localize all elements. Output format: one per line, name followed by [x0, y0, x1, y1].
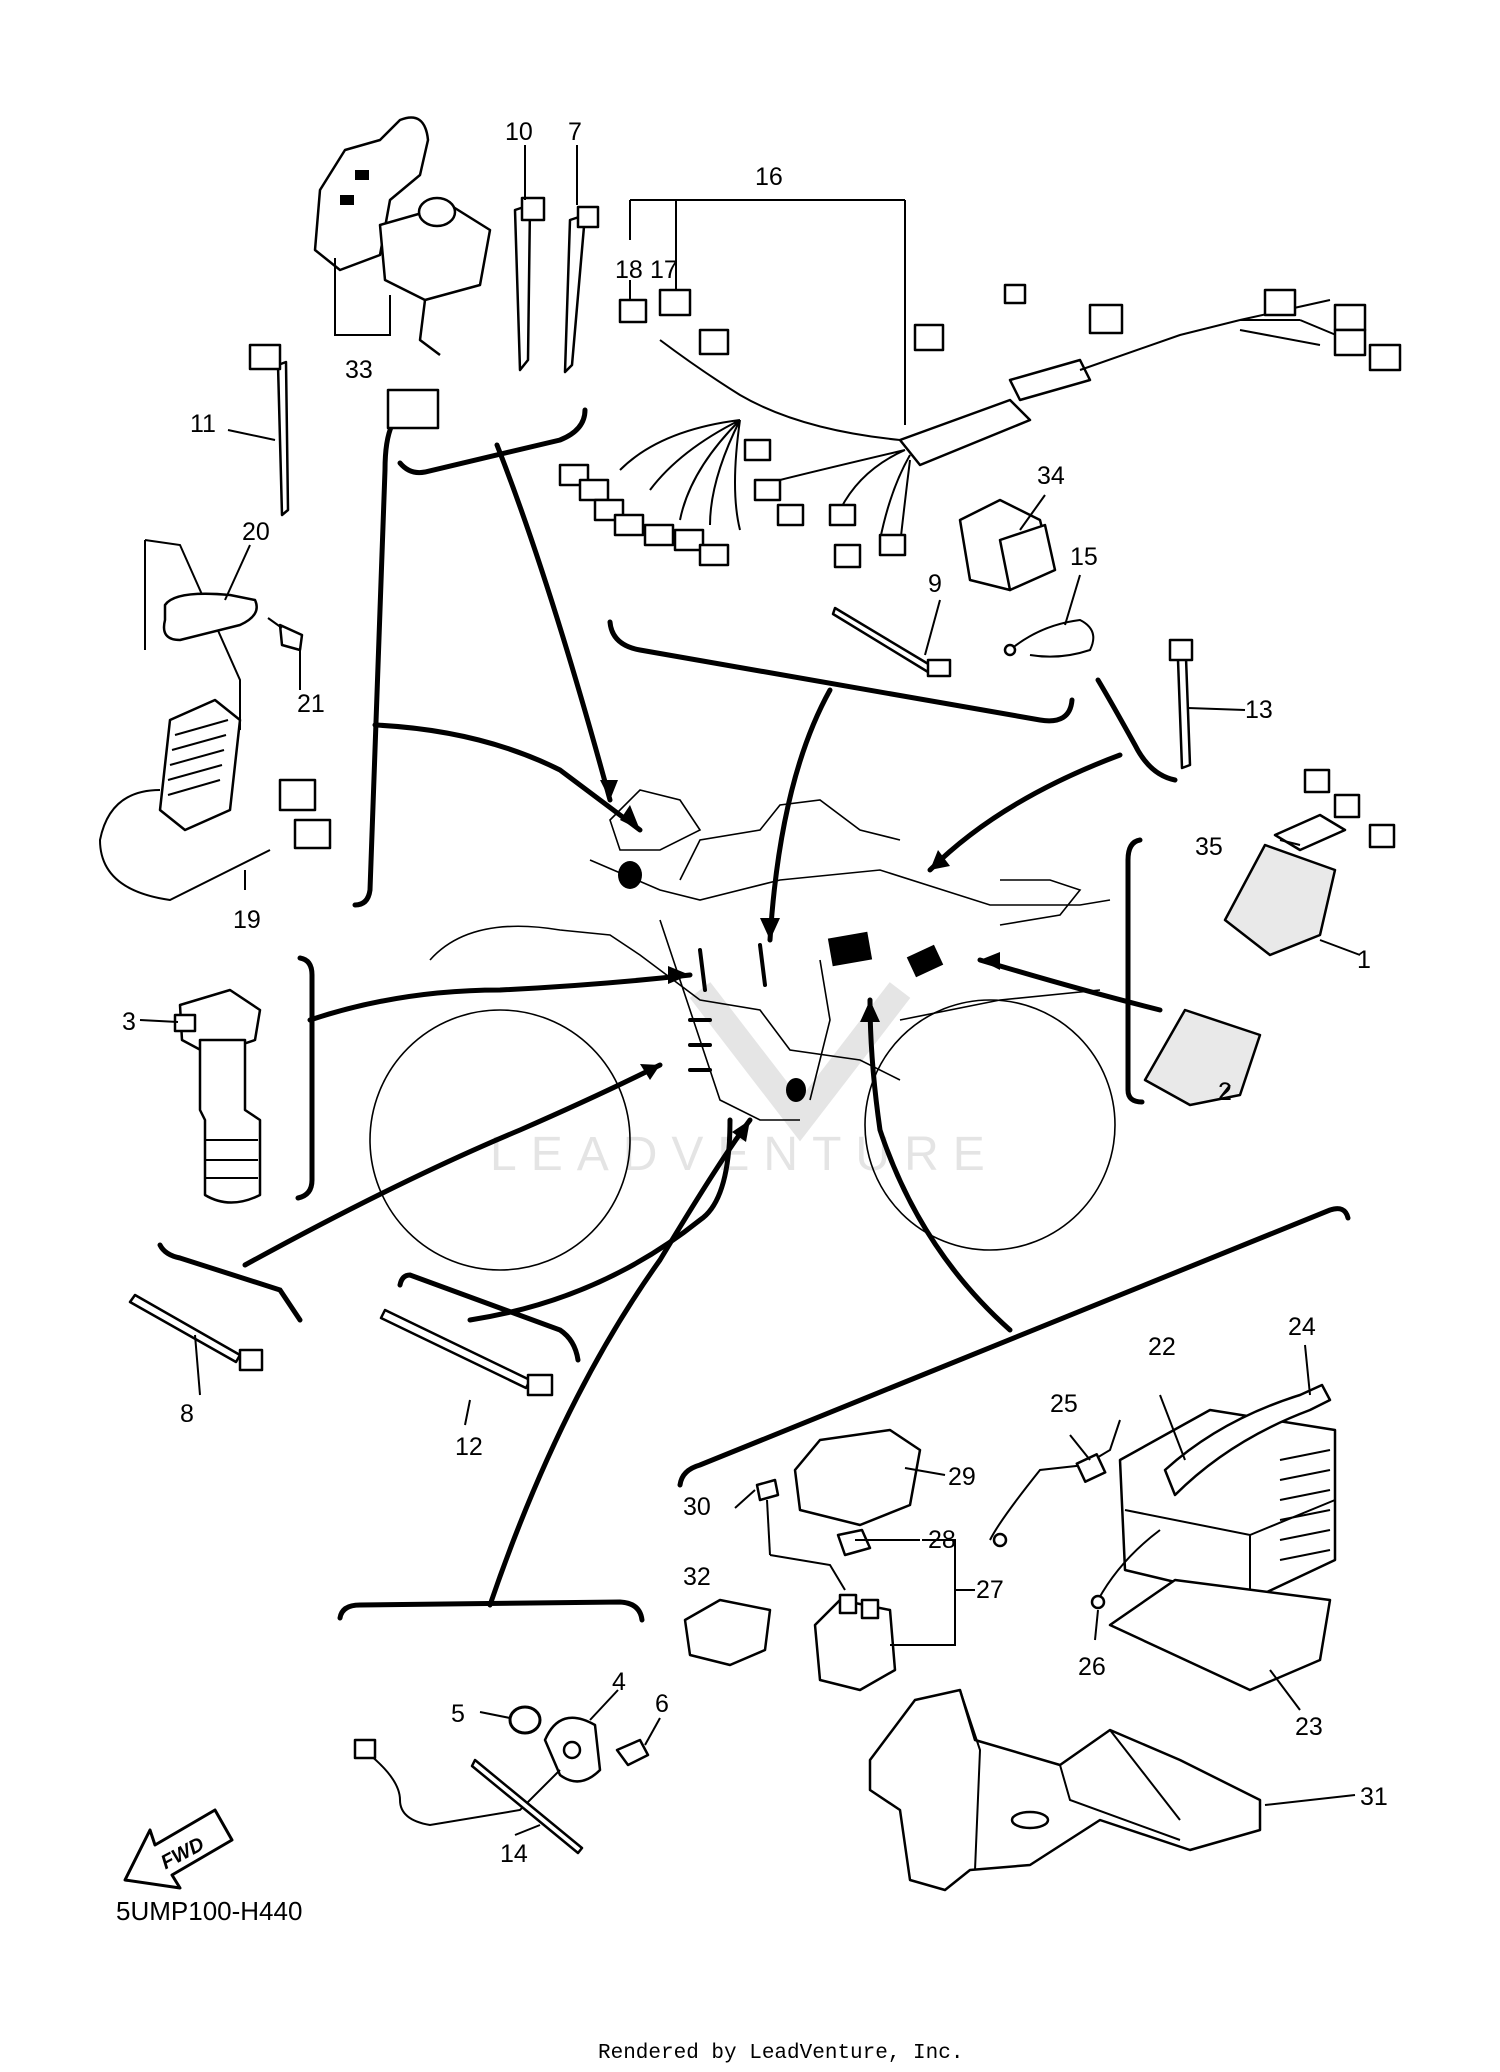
callout-31: 31 — [1360, 1783, 1388, 1811]
part-22-battery — [1118, 1408, 1337, 1602]
part-8-cable-tie — [128, 1293, 264, 1372]
callout-leaders — [139, 145, 1361, 1836]
group-brackets — [157, 407, 1351, 1623]
callout-12: 12 — [455, 1433, 483, 1461]
callout-11: 11 — [190, 410, 216, 438]
callout-1: 1 — [1357, 946, 1371, 974]
callout-8: 8 — [180, 1400, 194, 1428]
part-12-cable-tie — [379, 1308, 554, 1397]
callout-17: 17 — [650, 256, 678, 284]
callout-29: 29 — [948, 1463, 976, 1491]
part-2-cover — [1143, 1008, 1262, 1107]
callout-19: 19 — [233, 906, 261, 934]
fwd-arrow-icon: FWD — [123, 1808, 234, 1890]
part-30-bolt — [755, 1478, 780, 1556]
callout-22: 22 — [1148, 1333, 1176, 1361]
part-19-rectifier — [98, 698, 332, 902]
callout-34: 34 — [1037, 462, 1065, 490]
callout-26: 26 — [1078, 1653, 1106, 1681]
part-21-bolt — [267, 617, 304, 652]
part-28-fuse — [836, 1528, 872, 1557]
part-11-cable-tie — [248, 343, 290, 517]
part-6-screw — [615, 1738, 650, 1767]
part-29-cover — [793, 1428, 922, 1527]
part-20-clamp — [144, 539, 258, 730]
callout-16: 16 — [755, 163, 783, 191]
callout-3: 3 — [122, 1008, 136, 1036]
callout-28: 28 — [928, 1526, 956, 1554]
callout-7: 7 — [568, 118, 582, 146]
part-35-fuse-block — [1273, 768, 1396, 852]
part-32-connector — [683, 1598, 772, 1667]
diagram-code: 5UMP100-H440 — [116, 1896, 302, 1926]
watermark: LEADVENTURE — [490, 982, 985, 1181]
footer-credit: Rendered by LeadVenture, Inc. — [598, 2042, 963, 2065]
part-26-lead — [1090, 1529, 1161, 1610]
part-3-ignition-coil — [173, 988, 262, 1204]
callout-23: 23 — [1295, 1713, 1323, 1741]
callout-14: 14 — [500, 1840, 528, 1868]
part-13-cable-tie — [1168, 638, 1194, 770]
callout-30: 30 — [683, 1493, 711, 1521]
part-14-cable-tie-wire — [353, 1738, 584, 1855]
part-25-lead — [989, 1419, 1121, 1548]
callout-35: 35 — [1195, 833, 1223, 861]
part-15-lead-wire — [1003, 618, 1095, 658]
part-34-relay — [958, 498, 1057, 592]
motorcycle-outline — [369, 789, 1116, 1271]
callout-13: 13 — [1245, 696, 1273, 724]
callout-33: 33 — [345, 356, 373, 384]
callout-5: 5 — [451, 1700, 465, 1728]
part-4-sensor — [543, 1716, 602, 1783]
callout-25: 25 — [1050, 1390, 1078, 1418]
callout-21: 21 — [297, 690, 325, 718]
callout-27: 27 — [976, 1576, 1004, 1604]
callout-6: 6 — [655, 1690, 669, 1718]
part-23-battery-pad — [1108, 1578, 1332, 1692]
callout-10: 10 — [505, 118, 533, 146]
part-16-wire-harness — [558, 199, 1402, 569]
callout-4: 4 — [612, 1668, 626, 1696]
part-10-cable-tie — [513, 196, 546, 372]
part-33-relay-assembly — [313, 116, 492, 430]
part-27-starter-relay — [769, 1554, 897, 1692]
callout-2: 2 — [1218, 1078, 1232, 1106]
part-5-o-ring — [508, 1705, 542, 1735]
callout-9: 9 — [928, 570, 942, 598]
callout-18: 18 — [615, 256, 643, 284]
part-24-battery-band — [1163, 1383, 1332, 1497]
part-7-cable-tie — [563, 205, 600, 374]
part-1-control-unit — [1223, 843, 1337, 957]
callout-15: 15 — [1070, 543, 1098, 571]
part-31-battery-box — [868, 1688, 1262, 1892]
callout-24: 24 — [1288, 1313, 1316, 1341]
callout-20: 20 — [242, 518, 270, 546]
part-9-cable-tie — [831, 606, 952, 678]
callout-32: 32 — [683, 1563, 711, 1591]
callout-labels: 1 2 3 4 5 6 7 8 9 10 11 12 13 14 15 16 1… — [122, 118, 1388, 1868]
